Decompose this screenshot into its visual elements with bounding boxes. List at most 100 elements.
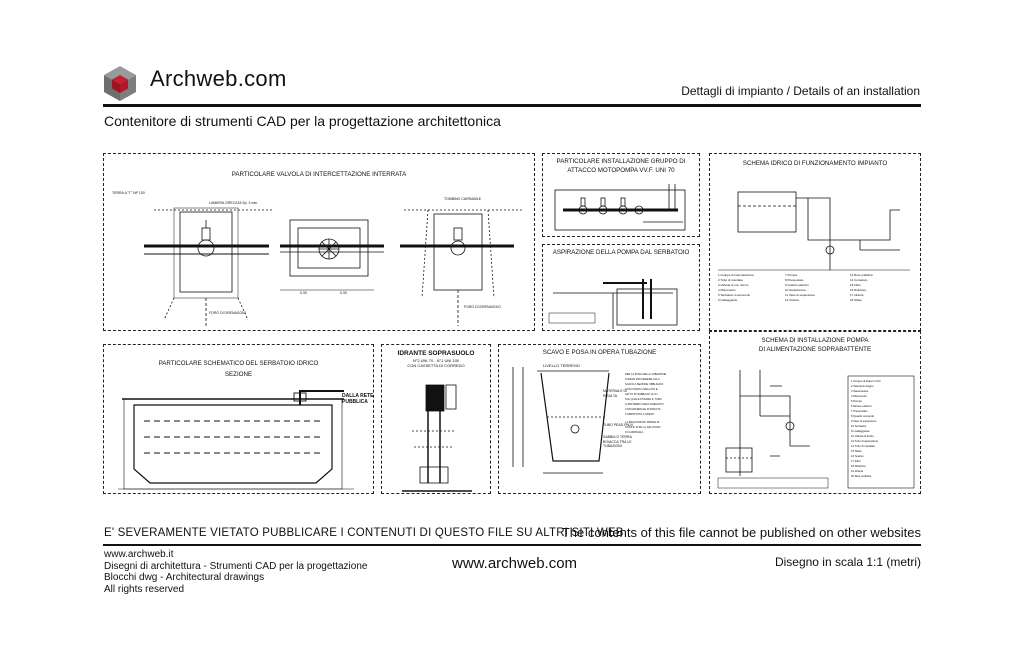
svg-text:18 Sfiato: 18 Sfiato [850,298,862,302]
svg-text:IL RINTERRO SARA' ESEGUITO: IL RINTERRO SARA' ESEGUITO [625,402,664,406]
svg-text:7 Pressostato: 7 Pressostato [851,409,868,413]
panel-hydrant: IDRANTE SOPRASUOLO N°2 UNI 70 - N°1 UNI … [381,344,491,494]
valve-plan-view: 0.30 0.30 [280,219,384,295]
panel-title: SCAVO E POSA IN OPERA TUBAZIONE [542,349,657,356]
svg-text:10 Saracinesca: 10 Saracinesca [785,288,806,292]
ground-level-label: LIVELLO TERRENO [543,363,580,368]
svg-text:LA PROFONDITA' MINIMA DI: LA PROFONDITA' MINIMA DI [625,420,660,424]
svg-text:TOMBINO CARRABILE: TOMBINO CARRABILE [444,197,482,201]
svg-text:1 Gruppo di attacco VV.F.: 1 Gruppo di attacco VV.F. [851,379,882,383]
svg-text:0.30: 0.30 [340,291,347,295]
panel-tank-section: PARTICOLARE SCHEMATICO DEL SERBATOIO IDR… [103,344,374,494]
svg-text:19 Idrante: 19 Idrante [851,469,864,473]
footer-left-block: www.archweb.it Disegni di architettura -… [104,549,367,595]
svg-text:4 Manometro: 4 Manometro [718,288,736,292]
svg-text:4 Manometro: 4 Manometro [851,394,867,398]
panel-aspiration: ASPIRAZIONE DELLA POMPA DAL SERBATOIO [542,244,700,331]
svg-text:POSA E' DI 80 cm DAL PIANO: POSA E' DI 80 cm DAL PIANO [625,425,661,429]
footer-scale-note: Disegno in scala 1:1 (metri) [774,555,921,569]
svg-text:9 Vaso di espansione: 9 Vaso di espansione [851,419,877,423]
pipe-label: TUBO PEAD PN10 [603,423,633,427]
header-rule [103,104,921,107]
warning-rule [103,544,921,546]
sand-label: SABBIA O TERRA BOIACCA TRA LE TUBAZIONI [603,435,632,448]
svg-text:13 Rete pubblica: 13 Rete pubblica [850,273,873,277]
valve-drawing: TERRA A "T" NP 100 LAMIERA GRECATA Sp. 3… [112,191,524,326]
svg-text:LAMIERA GRECATA Sp. 3 mm: LAMIERA GRECATA Sp. 3 mm [209,201,257,205]
hydrant-subtitle-1: N°2 UNI 70 - N°1 UNI 100 [412,358,460,363]
panel-title-line2: ATTACCO MOTOPOMPA VV.F. UNI 70 [567,167,675,174]
panel-water-scheme: SCHEMA IDRICO DI FUNZIONAMENTO IMPIANTO … [709,153,921,331]
panel-title: IDRANTE SOPRASUOLO [397,350,475,357]
panel-pump-group: PARTICOLARE INSTALLAZIONE GRUPPO DI ATTA… [542,153,700,237]
svg-text:FORO DI DRENAGGIO: FORO DI DRENAGGIO [464,305,501,309]
fill-material-label: MATERIALE DI RISULTA [603,389,628,398]
footer-line-4: All rights reserved [104,583,185,595]
svg-text:11 Galleggiante: 11 Galleggiante [851,429,870,433]
svg-text:3 Valvola di non ritorno: 3 Valvola di non ritorno [718,283,749,287]
svg-text:6 Motore elettrico: 6 Motore elettrico [851,404,872,408]
svg-text:FORO DI DRENAGGIO: FORO DI DRENAGGIO [209,311,246,315]
header-caption: Dettagli di impianto / Details of an ins… [681,84,920,98]
svg-text:15 Sfiato: 15 Sfiato [851,449,862,453]
svg-text:7 Pompa: 7 Pompa [785,273,797,277]
svg-text:13 Tubo di aspirazione: 13 Tubo di aspirazione [851,439,879,443]
panel-title-line1: SCHEMA DI INSTALLAZIONE POMPA [761,337,869,344]
panel-excavation: SCAVO E POSA IN OPERA TUBAZIONE PER LA P… [498,344,701,494]
panel-install-scheme: SCHEMA DI INSTALLAZIONE POMPA DI ALIMENT… [709,331,921,494]
tank-inlet-label: DALLA RETE PUBBLICA [342,393,374,405]
svg-text:17 Filtro: 17 Filtro [851,459,861,463]
valve-pit-right: TOMBINO CARRABILE FORO DI DRENAGGIO [400,197,524,326]
hydrant-subtitle-2: CON CASSETTA DI CORREDO [407,363,465,368]
page-subtitle: Contenitore di strumenti CAD per la prog… [104,113,501,129]
panel-title: PARTICOLARE SCHEMATICO DEL SERBATOIO IDR… [158,360,319,367]
svg-text:8 Quadro comando: 8 Quadro comando [851,414,875,418]
svg-text:2 Tubo di mandata: 2 Tubo di mandata [718,278,743,282]
panel-title: SCHEMA IDRICO DI FUNZIONAMENTO IMPIANTO [742,160,888,167]
svg-text:15 Filtro: 15 Filtro [850,283,861,287]
svg-text:5 Pompa: 5 Pompa [851,399,862,403]
panel-title: ASPIRAZIONE DELLA POMPA DAL SERBATOIO [552,249,690,256]
svg-text:PER LA POSA DELLA TUBAZIONE: PER LA POSA DELLA TUBAZIONE [625,372,666,376]
pump-group-drawing [554,184,686,231]
footer-website-link[interactable]: www.archweb.it [104,549,174,560]
svg-text:14 Tubo di mandata: 14 Tubo di mandata [851,444,875,448]
archweb-logo-icon [104,66,136,101]
svg-text:TERRA A "T" NP 100: TERRA A "T" NP 100 [112,191,145,195]
footer-center-link[interactable]: www.archweb.com [452,555,578,572]
svg-text:16 Riduttore: 16 Riduttore [850,288,867,292]
svg-text:20 Rete pubblica: 20 Rete pubblica [851,474,872,478]
panel-title-line2: DI ALIMENTAZIONE SOPRABATTENTE [758,346,872,353]
section-label: SEZIONE [224,371,253,378]
panel-title: PARTICOLARE VALVOLA DI INTERCETTAZIONE I… [231,171,407,178]
svg-text:SUL QUALE POSARE IL TUBO.: SUL QUALE POSARE IL TUBO. [625,397,663,401]
footer-line-2: Disegni di architettura - Strumenti CAD … [104,560,368,572]
svg-text:6 Galleggiante: 6 Galleggiante [718,298,738,302]
svg-text:DI CAMPAGNA.: DI CAMPAGNA. [625,430,644,434]
svg-text:SCAVO A SEZIONE OBBLIGATA: SCAVO A SEZIONE OBBLIGATA [625,382,663,386]
svg-text:LETTO DI SABBIA DI 10 cm: LETTO DI SABBIA DI 10 cm [625,392,658,396]
warning-english: The contents of this file cannot be publ… [561,525,921,540]
footer-line-3: Blocchi dwg - Architectural drawings [104,572,265,583]
svg-text:12 Scarico: 12 Scarico [785,298,800,302]
aspiration-drawing [548,279,678,329]
svg-text:10 Serbatoio: 10 Serbatoio [851,424,867,428]
svg-text:5 Serbatoio di accumulo: 5 Serbatoio di accumulo [718,293,751,297]
tank-drawing [118,390,354,490]
svg-text:9 Quadro elettrico: 9 Quadro elettrico [785,283,809,287]
svg-text:CON MATERIALE DI RISULTA: CON MATERIALE DI RISULTA [625,407,661,411]
svg-text:1 Gruppo di intercettazione: 1 Gruppo di intercettazione [718,273,754,277]
warning-italian: E' SEVERAMENTE VIETATO PUBBLICARE I CONT… [104,527,624,539]
panel-valve-detail: PARTICOLARE VALVOLA DI INTERCETTAZIONE I… [103,153,535,331]
svg-text:COMPATTATO A STRATI.: COMPATTATO A STRATI. [625,412,655,416]
svg-text:0.30: 0.30 [300,291,307,295]
svg-text:11 Vaso di espansione: 11 Vaso di espansione [785,293,815,297]
svg-text:8 Pressostato: 8 Pressostato [785,278,804,282]
svg-text:2 Valvola di ritegno: 2 Valvola di ritegno [851,384,874,388]
svg-text:12 Valvola di fondo: 12 Valvola di fondo [851,434,874,438]
site-name: Archweb.com [150,66,287,91]
hydrant-drawing [402,384,472,492]
svg-text:16 Scarico: 16 Scarico [851,454,864,458]
